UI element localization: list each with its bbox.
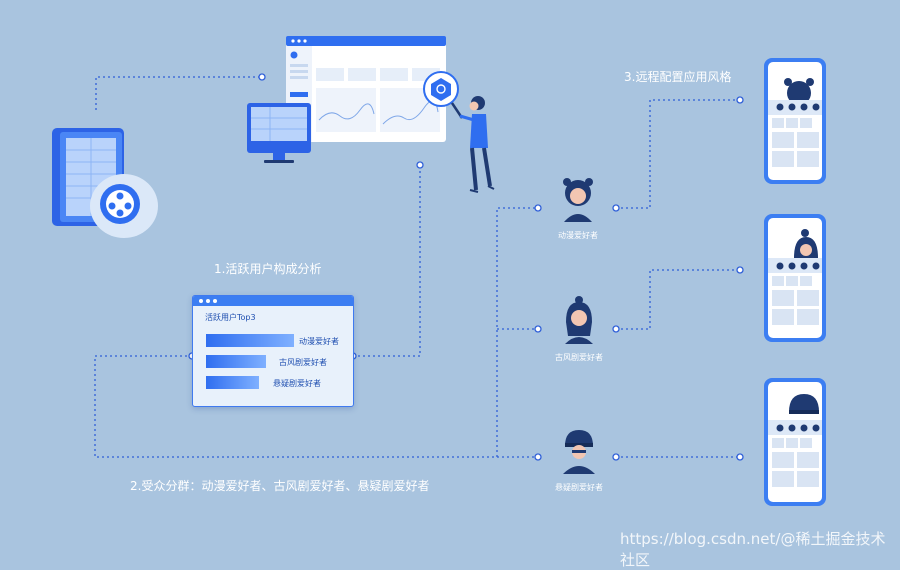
- persona-label: 动漫爱好者: [558, 231, 598, 240]
- phone-costume-theme: [764, 214, 826, 342]
- connector-persona2-phone2: [616, 269, 740, 330]
- step-2-label: 2.受众分群：动漫爱好者、古风剧爱好者、悬疑剧爱好者: [130, 479, 430, 493]
- top3-panel: 活跃用户Top3 动漫爱好者 古风剧爱好者 悬疑剧爱好者: [192, 295, 354, 407]
- node-dot: [534, 204, 542, 212]
- panel-title: 活跃用户Top3: [205, 313, 256, 322]
- bar-label: 悬疑剧爱好者: [273, 379, 321, 388]
- persona-label: 悬疑剧爱好者: [555, 483, 603, 492]
- costume-drama-fan-avatar-icon: [565, 296, 593, 344]
- share-bar: [206, 376, 259, 389]
- connector-trunk: [496, 207, 538, 457]
- node-dot: [416, 161, 424, 169]
- analytics-dashboard-illustration: [247, 36, 495, 193]
- panel-titlebar: [193, 296, 353, 306]
- node-dot: [736, 96, 744, 104]
- phone-anime-theme: [764, 58, 826, 184]
- connector-tablet-to-dashboard: [95, 76, 262, 110]
- bar-label: 古风剧爱好者: [279, 358, 327, 367]
- tablet-illustration: [52, 128, 158, 238]
- step-3-label: 3.远程配置应用风格: [624, 70, 732, 84]
- node-dot: [612, 204, 620, 212]
- persona-label: 古风剧爱好者: [555, 353, 603, 362]
- step-1-label: 1.活跃用户构成分析: [214, 262, 322, 276]
- persona-avatars: [563, 178, 595, 474]
- mystery-fan-avatar-icon: [563, 430, 595, 474]
- phone-mystery-theme: [764, 378, 826, 506]
- node-dot: [736, 453, 744, 461]
- anime-fan-avatar-icon: [563, 178, 593, 222]
- share-bar: [206, 355, 266, 368]
- node-dot: [612, 325, 620, 333]
- node-dot: [534, 453, 542, 461]
- node-dot: [258, 73, 266, 81]
- node-dot: [534, 325, 542, 333]
- connector-panel-to-dashboard: [353, 165, 421, 357]
- phone-mockups: [764, 58, 826, 506]
- share-bar: [206, 334, 294, 347]
- bar-label: 动漫爱好者: [299, 337, 339, 346]
- diagram-canvas: 活跃用户Top3 动漫爱好者 古风剧爱好者 悬疑剧爱好者 1.活跃用户构成分析 …: [52, 36, 886, 569]
- node-dot: [736, 266, 744, 274]
- node-dot: [612, 453, 620, 461]
- connector-persona1-phone1: [616, 99, 740, 209]
- watermark: https://blog.csdn.net/@稀土掘金技术社区: [620, 530, 886, 569]
